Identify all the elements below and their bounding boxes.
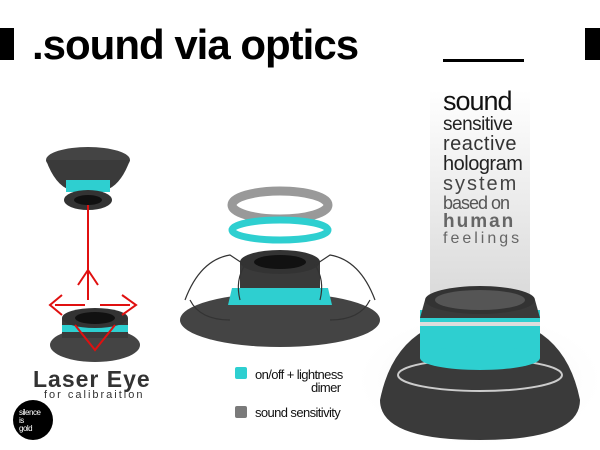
page-title: .sound via optics (32, 21, 359, 68)
laser-eye-title: Laser Eye (33, 366, 151, 392)
legend-swatch-teal (235, 367, 247, 379)
hologram-beam (430, 90, 530, 310)
tagline-word: human (443, 211, 516, 232)
legend-text: on/off + lightness (255, 367, 343, 382)
rotate-arrows-icon (227, 186, 333, 244)
right-bar (585, 28, 600, 60)
legend-swatch-gray (235, 406, 247, 418)
left-bar (0, 28, 14, 60)
tagline-word: system (443, 173, 519, 195)
tagline-word: based on (443, 193, 510, 213)
laser-eye-subtitle: for calibraition (44, 389, 145, 401)
legend-label-sound: sound sensitivity (255, 405, 341, 420)
silence-is-gold-logo: silence is gold (13, 400, 53, 440)
tagline-word: hologram (443, 153, 523, 175)
tagline-stack: sound sensitive reactive hologram system… (443, 86, 523, 247)
tagline-word: reactive (443, 133, 518, 155)
tagline-word: sensitive (443, 114, 513, 135)
legend-label-onoff: on/off + lightness dimer (255, 368, 343, 394)
seal-text: gold (19, 424, 33, 433)
hologram-device-right (380, 286, 580, 440)
laser-eye-bottom-device (50, 308, 140, 362)
hands-outline-icon (184, 254, 376, 321)
title-rule (443, 59, 524, 62)
tagline-word: feelings (443, 230, 523, 247)
calibration-arrows-icon (48, 268, 138, 352)
legend-text: dimer (311, 380, 341, 395)
tagline-word: sound (443, 86, 513, 116)
laser-eye-top-device (46, 147, 130, 210)
seal-text: is (19, 416, 24, 425)
hologram-device-middle (180, 250, 380, 347)
seal-text: silence (19, 408, 41, 417)
